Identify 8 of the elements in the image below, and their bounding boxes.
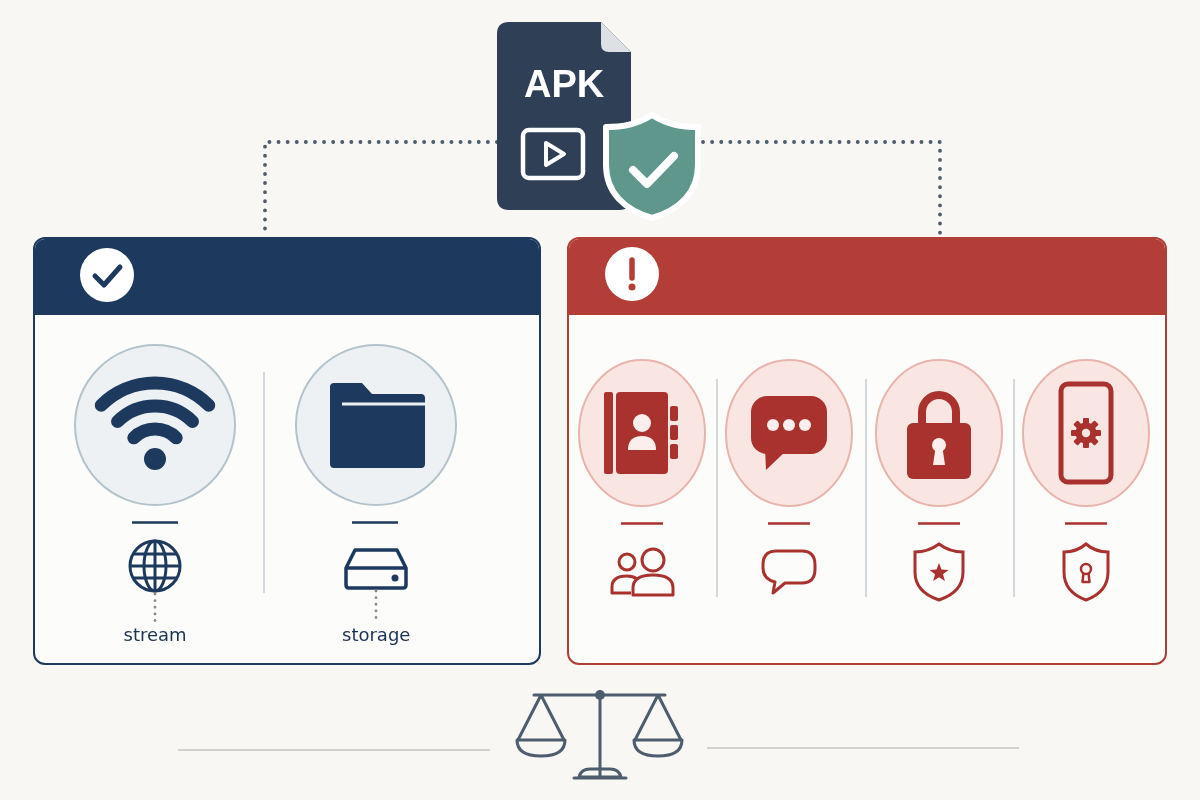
icon-caption: storage [342,624,411,646]
file-type-label: APK [524,64,605,104]
panel-card [33,237,541,665]
icon-caption: stream [123,624,187,646]
hard-drive-icon [343,547,409,591]
globe-icon [127,538,183,594]
file-document [497,20,703,222]
panel-card [567,237,1167,665]
